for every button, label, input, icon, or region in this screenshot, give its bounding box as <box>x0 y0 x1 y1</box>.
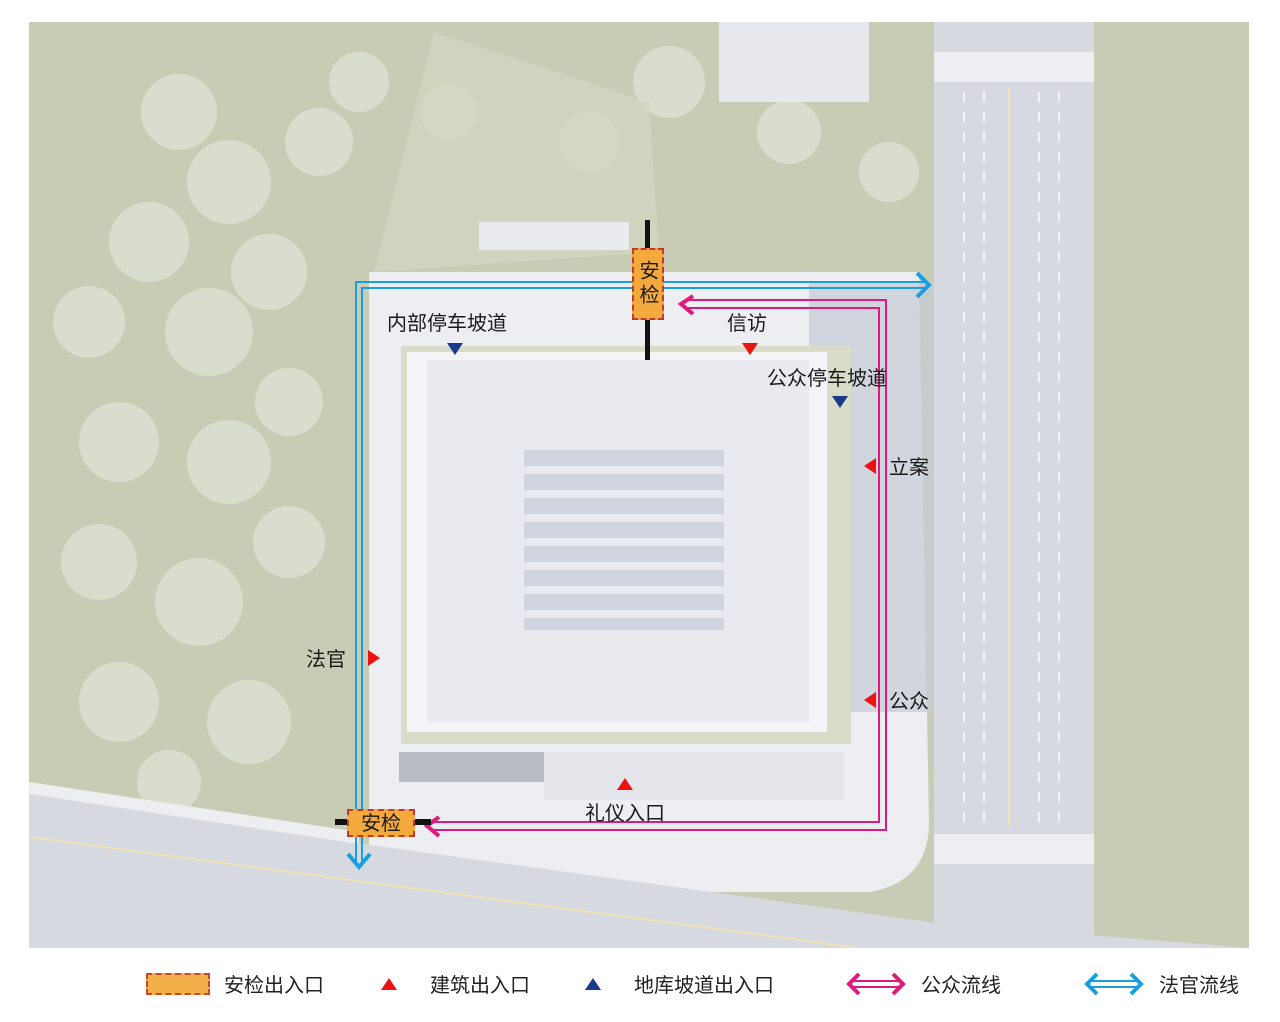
judge-flow-arrow-south <box>346 852 372 871</box>
legend-item-ramp-entrance: 地库坡道出入口 <box>584 969 774 998</box>
entrance-triangle-public <box>864 692 876 708</box>
label-internal-parking-ramp: 内部停车坡道 <box>387 311 507 335</box>
security-check-north: 安检 <box>632 248 664 320</box>
public-flow-arrow-south <box>423 815 441 838</box>
legend-label: 法官流线 <box>1159 973 1239 997</box>
south-road <box>29 792 1249 948</box>
legend-item-building-entrance: 建筑出入口 <box>380 969 530 998</box>
public-flow-path <box>431 299 887 831</box>
entrance-triangle-case-filing <box>864 458 876 474</box>
label-petition: 信访 <box>727 311 767 335</box>
red-triangle-icon <box>381 977 397 990</box>
east-road <box>934 22 1094 948</box>
roof-core <box>524 450 724 630</box>
legend: 安检出入口 建筑出入口 地库坡道出入口 公众流线 法官流线 <box>0 955 1280 1015</box>
judge-flow-path <box>355 281 926 865</box>
legend-label: 建筑出入口 <box>430 973 530 997</box>
judge-flow-arrow-east <box>915 271 932 299</box>
label-judge: 法官 <box>306 647 346 671</box>
site-plan-graphics <box>29 22 1249 948</box>
legend-item-public-flow: 公众流线 <box>845 969 1001 998</box>
legend-label: 公众流线 <box>921 973 1001 997</box>
cyan-double-arrow-icon <box>1084 972 1144 995</box>
legend-label: 地库坡道出入口 <box>634 973 774 997</box>
label-case-filing: 立案 <box>889 455 929 479</box>
site-plan-map: 安检 安检 内部停车坡道 信访 公众停车坡道 立案 法官 公众 礼仪入口 <box>29 22 1249 948</box>
label-public: 公众 <box>889 689 929 713</box>
security-swatch-icon <box>146 972 210 995</box>
blue-triangle-icon <box>585 977 601 990</box>
legend-item-judge-flow: 法官流线 <box>1083 969 1239 998</box>
legend-item-security: 安检出入口 <box>146 969 324 998</box>
label-ceremonial-entrance: 礼仪入口 <box>585 801 665 825</box>
entrance-triangle-judge <box>368 650 380 666</box>
magenta-double-arrow-icon <box>846 972 906 995</box>
entrance-triangle-ceremonial <box>617 778 633 790</box>
ramp-triangle-internal <box>447 343 463 355</box>
ramp-triangle-public <box>832 396 848 408</box>
label-public-parking-ramp: 公众停车坡道 <box>767 366 887 390</box>
security-check-southwest: 安检 <box>347 809 415 837</box>
neighbor-building <box>719 22 869 102</box>
legend-label: 安检出入口 <box>224 973 324 997</box>
public-flow-arrow-north <box>677 294 695 316</box>
parking-strip <box>399 752 544 782</box>
entrance-triangle-petition <box>742 343 758 355</box>
